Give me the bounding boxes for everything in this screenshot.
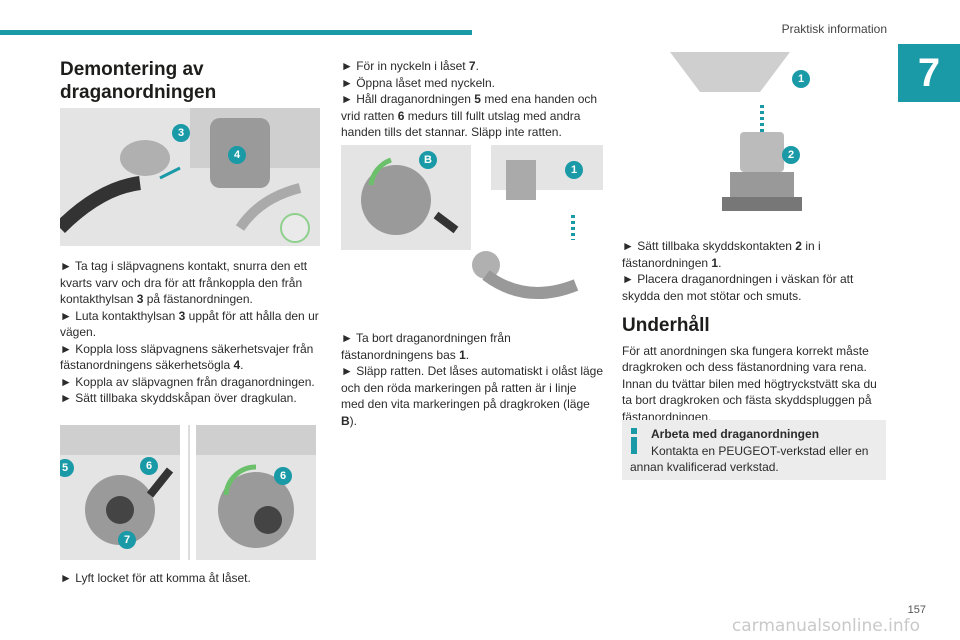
step-ref-number: B <box>341 413 350 428</box>
left-step-2: ► Luta kontakthylsan 3 uppåt för att hål… <box>60 308 319 340</box>
middle-top-step-2: ► Öppna låset med nyckeln. <box>341 75 495 90</box>
step-ref-number: 7 <box>468 59 476 73</box>
badge-6-second: 6 <box>274 467 292 485</box>
figure-divider <box>188 425 190 560</box>
middle-bottom-step-2: ► Släpp ratten. Det låses automatiskt i … <box>341 364 604 428</box>
middle-bottom-step-1: ► Ta bort draganordningen från fästanord… <box>341 331 511 362</box>
figure-protective-plug-drawing <box>670 52 802 211</box>
middle-step-list-bottom: ► Ta bort draganordningen från fästanord… <box>341 330 603 429</box>
left-title: Demontering av draganordningen <box>60 59 217 103</box>
figure-open-cover-drawing <box>196 425 316 548</box>
maintenance-text: För att anordningen ska fungera korrekt … <box>622 343 877 424</box>
left-step-5: ► Sätt tillbaka skyddskåpan över dragkul… <box>60 391 297 405</box>
figure-disconnect-socket-drawing <box>60 108 320 243</box>
figure-remove-towbar-drawing <box>341 145 603 299</box>
figure-disconnect-socket: 3 4 <box>60 108 320 246</box>
info-icon <box>631 428 637 454</box>
figure-remove-towbar: B 1 <box>341 145 603 315</box>
badge-1: 1 <box>565 161 583 179</box>
figure-open-cover: 6 <box>196 425 316 560</box>
info-box: Arbeta med draganordningen Kontakta en P… <box>622 420 886 480</box>
step-ref-number: 4 <box>233 358 241 372</box>
maintenance-title: Underhåll <box>622 315 710 336</box>
middle-step-list-top: ► För in nyckeln i låset 7. ► Öppna låset… <box>341 58 603 141</box>
badge-5: 5 <box>60 459 74 477</box>
watermark: carmanualsonline.info <box>731 616 920 636</box>
info-text: Kontakta en PEUGEOT-verkstad eller en an… <box>630 444 869 474</box>
left-steps: ► Ta tag i släpvagnens kontakt, snurra d… <box>60 258 322 407</box>
figure-lift-cover-drawing <box>60 425 180 545</box>
left-step-3: ► Koppla loss släpvagnens säkerhetsvajer… <box>60 341 314 373</box>
left-step-list: ► Ta tag i släpvagnens kontakt, snurra d… <box>60 258 322 407</box>
step-ref-number: 1 <box>711 255 719 270</box>
figure-lift-cover: 5 6 7 <box>60 425 180 560</box>
right-steps: ► Sätt tillbaka skyddskontakten 2 in i f… <box>622 238 886 425</box>
step-ref-number: 6 <box>397 108 405 123</box>
step-ref-number: 2 <box>795 239 802 253</box>
step-ref-number: 3 <box>178 308 186 323</box>
left-step-4: ► Koppla av släpvagnen från draganordnin… <box>60 374 315 389</box>
badge-7: 7 <box>118 531 136 549</box>
step-ref-number: 1 <box>459 347 466 362</box>
middle-top-step-3: ► Håll draganordningen 5 med ena handen … <box>341 92 598 139</box>
left-last-step: ► Lyft locket för att komma åt låset. <box>60 570 322 587</box>
middle-steps-top: ► För in nyckeln i låset 7. ► Öppna låset… <box>341 58 603 141</box>
middle-top-step-1: ► För in nyckeln i låset 7. <box>341 59 479 73</box>
left-step-1: ► Ta tag i släpvagnens kontakt, snurra d… <box>60 259 308 306</box>
step-ref-number: 3 <box>136 292 144 306</box>
figure-protective-plug: 1 2 <box>660 52 840 224</box>
chapter-tab: 7 <box>898 44 960 102</box>
header-accent-bar <box>0 30 472 35</box>
step-ref-number: 5 <box>474 92 481 106</box>
left-column: Demontering av draganordningen <box>60 58 322 104</box>
badge-4: 4 <box>228 146 246 164</box>
page-number: 157 <box>907 604 926 616</box>
right-step-1: ► Sätt tillbaka skyddskontakten 2 in i f… <box>622 239 821 270</box>
badge-1-right: 1 <box>792 70 810 88</box>
right-step-list: ► Sätt tillbaka skyddskontakten 2 in i f… <box>622 238 886 304</box>
right-step-2: ► Placera draganordningen i väskan för a… <box>622 272 854 303</box>
middle-steps-bottom: ► Ta bort draganordningen från fästanord… <box>341 330 603 429</box>
badge-3: 3 <box>172 124 190 142</box>
step-lift-cover: ► Lyft locket för att komma åt låset. <box>60 571 251 585</box>
badge-6: 6 <box>140 457 158 475</box>
badge-2: 2 <box>782 146 800 164</box>
section-title: Praktisk information <box>781 22 887 36</box>
info-title: Arbeta med draganordningen <box>651 427 820 441</box>
badge-B: B <box>419 151 437 169</box>
